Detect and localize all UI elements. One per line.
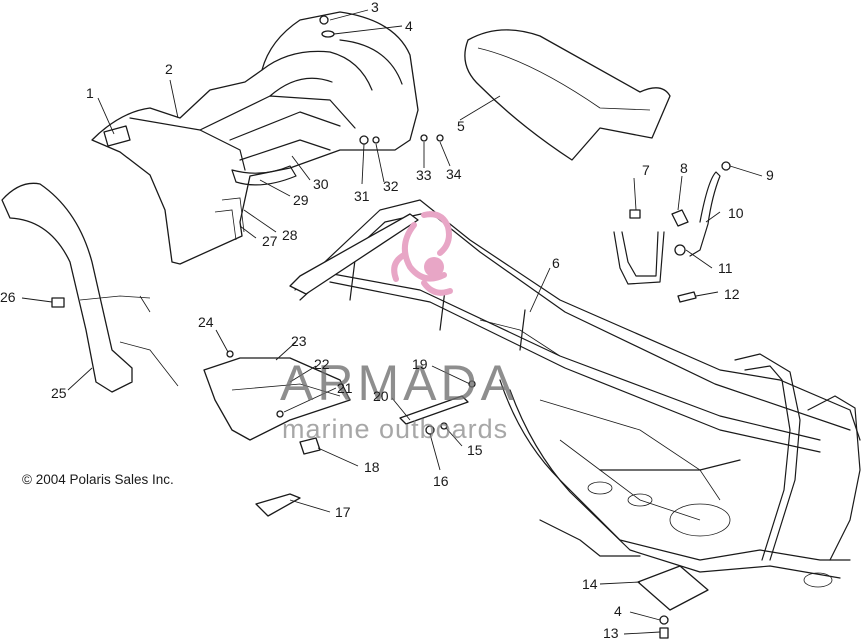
callout-number: 1	[86, 85, 94, 101]
callout-number: 18	[364, 459, 380, 475]
callout-number: 32	[383, 178, 399, 194]
callout-number: 8	[680, 160, 688, 176]
callout-number: 15	[467, 442, 483, 458]
callout-number: 31	[354, 188, 370, 204]
callout-number: 21	[337, 380, 353, 396]
callout-number: 33	[416, 167, 432, 183]
seat-part	[464, 29, 671, 161]
callout-number: 4	[614, 603, 622, 619]
bracket-part	[255, 395, 469, 517]
callout-number: 34	[446, 166, 462, 182]
rack-rail-part	[289, 213, 419, 295]
main-frame-part	[294, 199, 861, 588]
callout-number: 26	[0, 289, 16, 305]
callout-number: 7	[642, 162, 650, 178]
callout-number: 22	[314, 356, 330, 372]
callout-number: 30	[313, 176, 329, 192]
callout-number: 5	[457, 118, 465, 134]
callout-number: 6	[552, 255, 560, 271]
callout-number: 29	[293, 192, 309, 208]
watermark-tagline: marine outboards	[282, 414, 509, 444]
callout-number: 19	[412, 356, 428, 372]
callout-number: 17	[335, 504, 351, 520]
callout-number: 12	[724, 286, 740, 302]
callout-number: 3	[371, 0, 379, 15]
callout-number: 20	[373, 388, 389, 404]
grab-bar-part	[613, 161, 731, 303]
callout-number: 14	[582, 576, 598, 592]
callout-number: 23	[291, 333, 307, 349]
callout-number: 28	[282, 227, 298, 243]
callout-number: 9	[766, 167, 774, 183]
side-panel-part	[1, 182, 179, 393]
callout-number: 16	[433, 473, 449, 489]
callout-number: 10	[728, 205, 744, 221]
callout-number: 13	[603, 625, 619, 641]
copyright-notice: © 2004 Polaris Sales Inc.	[22, 472, 174, 487]
skid-plate-part	[637, 565, 709, 639]
callout-number: 25	[51, 385, 67, 401]
callout-number: 11	[718, 260, 733, 276]
leader-lines	[21, 9, 763, 635]
watermark-logo-icon	[391, 211, 453, 296]
callout-number: 24	[198, 314, 214, 330]
watermark-brand: ARMADA	[280, 355, 518, 411]
floor-panel-part	[203, 357, 351, 455]
hardware-part	[51, 15, 476, 435]
callout-number: 27	[262, 233, 278, 249]
callout-number: 2	[165, 61, 173, 77]
rear-fender-part	[91, 11, 419, 265]
callout-number: 4	[405, 18, 413, 34]
